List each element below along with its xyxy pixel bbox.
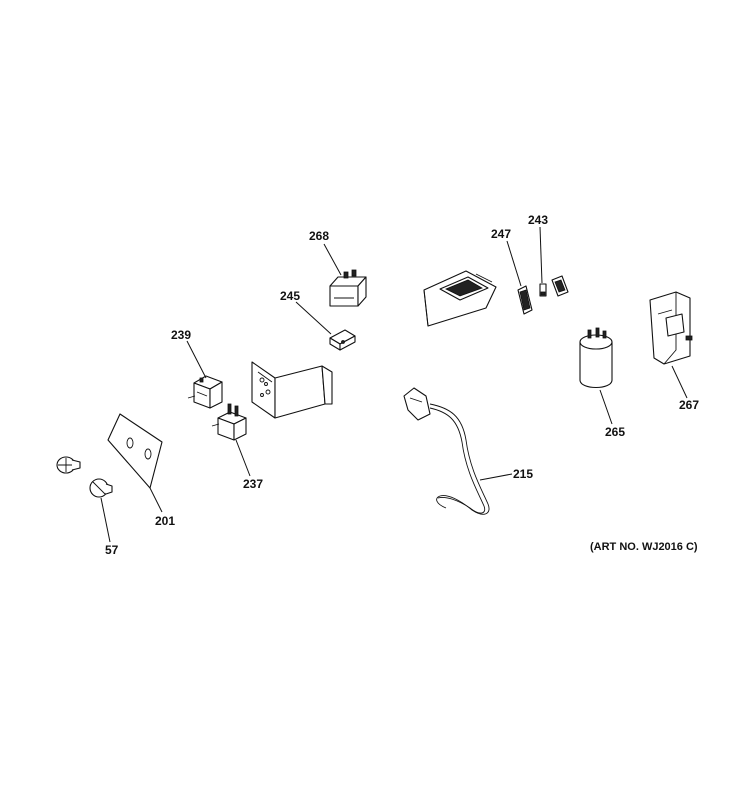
control-bracket xyxy=(251,361,333,419)
callout-265: 265 xyxy=(605,425,625,439)
part-201-nameplate xyxy=(107,413,163,489)
callout-267: 267 xyxy=(679,398,699,412)
part-237-switch xyxy=(211,403,247,441)
callout-215: 215 xyxy=(513,467,533,481)
part-265-capacitor xyxy=(579,327,613,389)
callout-201: 201 xyxy=(155,514,175,528)
callout-237: 237 xyxy=(243,477,263,491)
part-245-connector xyxy=(329,329,356,351)
part-243-thermistor xyxy=(539,275,569,297)
part-268-relay-cover xyxy=(329,269,367,307)
part-267-bracket xyxy=(649,291,693,365)
part-247-terminal xyxy=(517,285,533,315)
callout-268: 268 xyxy=(309,229,329,243)
part-57-knob xyxy=(89,478,113,498)
part-239-relay xyxy=(187,375,223,409)
art-number: (ART NO. WJ2016 C) xyxy=(590,541,698,553)
knob-left xyxy=(56,456,81,474)
part-215-wire-harness xyxy=(403,387,490,515)
callout-243: 243 xyxy=(528,213,548,227)
callout-247: 247 xyxy=(491,227,511,241)
callout-57: 57 xyxy=(105,543,119,557)
callout-245: 245 xyxy=(280,289,300,303)
callout-239: 239 xyxy=(171,328,191,342)
control-board xyxy=(423,270,497,327)
